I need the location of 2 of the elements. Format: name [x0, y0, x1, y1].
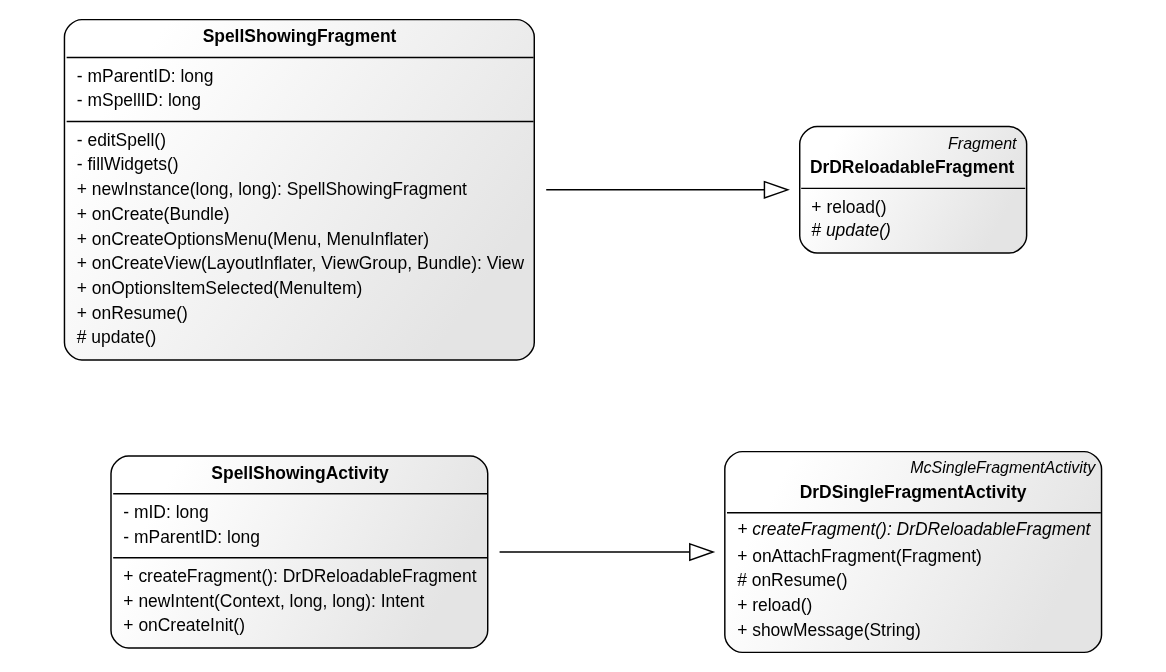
arrow	[545, 180, 790, 199]
arrow	[498, 542, 716, 562]
